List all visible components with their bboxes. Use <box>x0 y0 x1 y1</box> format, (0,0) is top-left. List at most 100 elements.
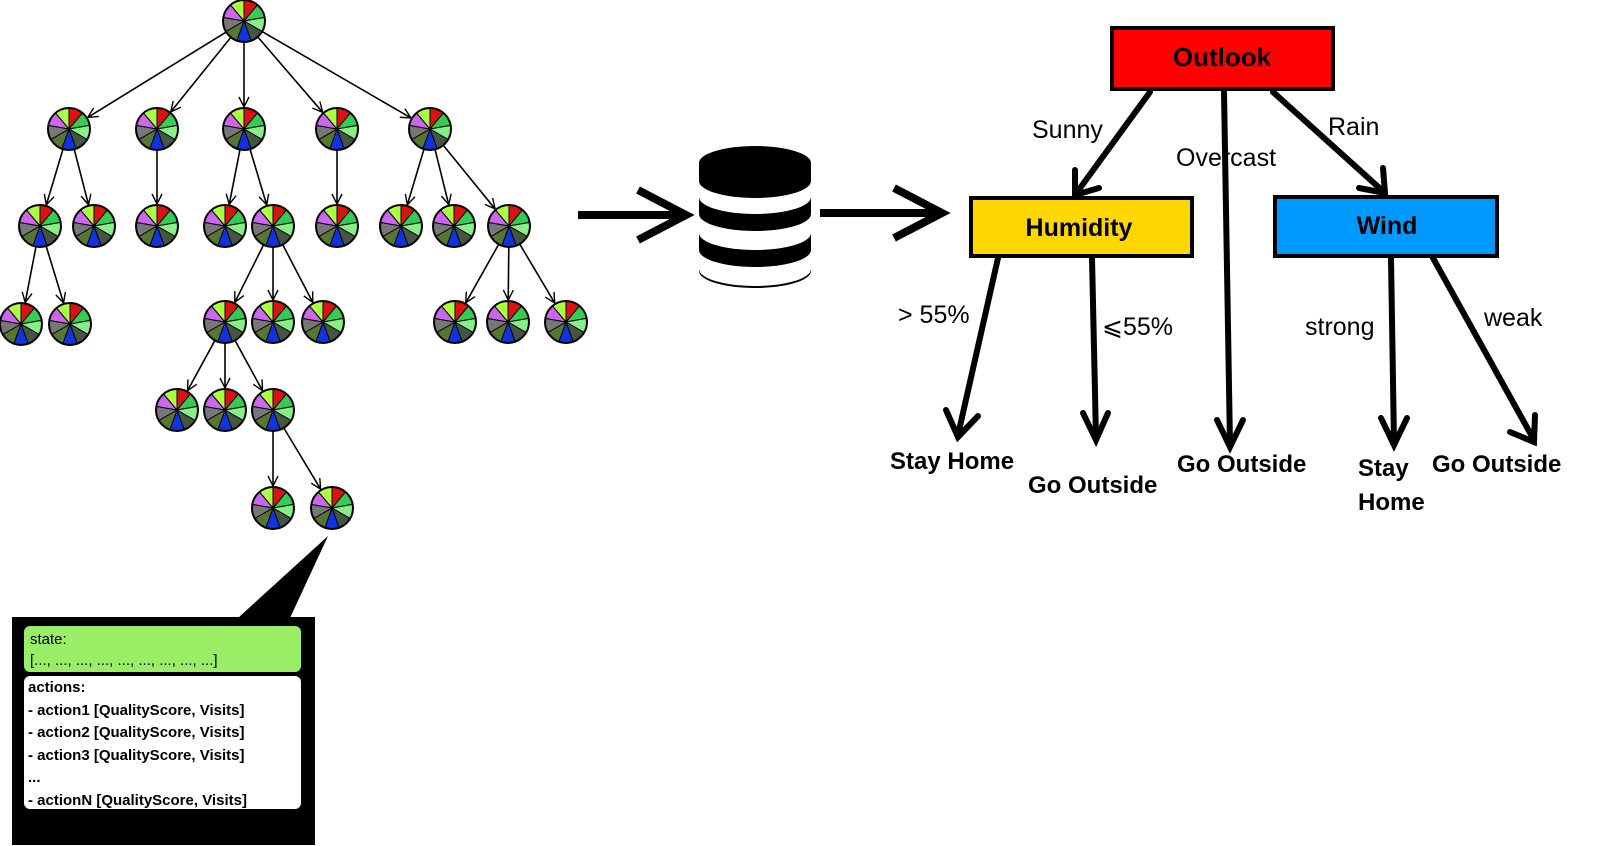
tree-edge <box>407 148 425 205</box>
humidity-label: Humidity <box>1026 214 1133 242</box>
tree-node <box>310 486 354 530</box>
node-outline <box>251 300 295 344</box>
tree-node <box>544 300 588 344</box>
arrow-tree-to-database <box>578 186 695 244</box>
tree-node <box>251 388 295 432</box>
node-outline <box>222 107 266 151</box>
tree-node <box>203 204 247 248</box>
tree-node <box>251 300 295 344</box>
tree-node <box>251 486 295 530</box>
outlook-box <box>1110 26 1335 91</box>
tree-node <box>0 302 43 346</box>
tree-edge <box>46 148 64 205</box>
tree-node <box>487 204 531 248</box>
action-item: - action2 [QualityScore, Visits] <box>28 724 245 741</box>
action-item: - action3 [QualityScore, Visits] <box>28 746 245 764</box>
tree-edge <box>281 244 313 303</box>
node-outline <box>203 388 247 432</box>
tree-node <box>72 204 116 248</box>
tree-node <box>47 107 91 151</box>
tree-node <box>135 204 179 248</box>
tree-node <box>155 388 199 432</box>
decision-node-humidity: Humidity <box>969 196 1194 258</box>
tree-edge <box>188 340 216 390</box>
tree-edge <box>25 246 37 303</box>
search-tree-edges <box>25 30 555 490</box>
node-outline <box>155 388 199 432</box>
action-item: - actionN [QualityScore, Visits] <box>28 791 247 809</box>
node-outline <box>203 204 247 248</box>
node-outline <box>408 107 452 151</box>
node-outline <box>301 300 345 344</box>
node-outline <box>135 204 179 248</box>
leaf-go-outside-overcast: Go Outside <box>1177 451 1306 478</box>
tree-edge <box>171 36 232 112</box>
edge-label-le55: ⩽55% <box>1102 313 1173 341</box>
leaf-go-outside-wind: Go Outside <box>1432 451 1561 478</box>
node-outline <box>433 300 477 344</box>
callout-pointer <box>238 536 328 618</box>
actions-box: actions: - action1 [QualityScore, Visits… <box>24 676 301 809</box>
action-item: - action1 [QualityScore, Visits] <box>28 701 245 719</box>
tree-edge <box>519 243 555 303</box>
node-outline <box>135 107 179 151</box>
tree-edge <box>442 144 495 209</box>
state-box: state: [..., ..., ..., ..., ..., ..., ..… <box>24 626 301 672</box>
tree-node <box>315 204 359 248</box>
tree-node <box>203 300 247 344</box>
state-value: [..., ..., ..., ..., ..., ..., ..., ...,… <box>30 652 218 669</box>
tree-edge <box>234 244 265 303</box>
leaf-stay-home-humidity: Stay Home <box>890 448 1014 475</box>
node-outline <box>0 302 43 346</box>
node-outline <box>251 388 295 432</box>
node-outline <box>18 204 62 248</box>
decision-node-outlook: Outlook <box>1110 26 1335 91</box>
node-outline <box>203 300 247 344</box>
tree-edge <box>257 36 323 112</box>
node-outline <box>486 300 530 344</box>
decision-tree-edges <box>943 89 1538 454</box>
node-outline <box>251 486 295 530</box>
node-outline <box>544 300 588 344</box>
tree-node <box>251 204 295 248</box>
edge-label-sunny: Sunny <box>1032 116 1103 144</box>
tree-node <box>408 107 452 151</box>
edge-label-weak: weak <box>1483 304 1543 332</box>
tree-node <box>203 388 247 432</box>
node-outline <box>315 204 359 248</box>
tree-node <box>315 107 359 151</box>
node-outline <box>47 107 91 151</box>
tree-edge <box>73 149 88 204</box>
search-tree-nodes <box>0 0 588 530</box>
node-outline <box>72 204 116 248</box>
tree-edge <box>261 30 411 118</box>
tree-edge <box>249 148 267 205</box>
wind-box <box>1273 195 1499 258</box>
state-label: state: <box>30 631 67 648</box>
edge-label-gt55: > 55% <box>898 301 970 329</box>
tree-node <box>18 204 62 248</box>
node-info-callout: state: [..., ..., ..., ..., ..., ..., ..… <box>12 617 315 845</box>
edge-label-strong: strong <box>1305 313 1374 341</box>
tree-node <box>379 204 423 248</box>
database-icon <box>699 146 811 288</box>
tree-node <box>222 107 266 151</box>
tree-node <box>486 300 530 344</box>
tree-edge <box>88 31 227 117</box>
node-outline <box>432 204 476 248</box>
action-item: ... <box>28 769 41 786</box>
actions-label: actions: <box>28 679 86 696</box>
arrow-database-to-tree <box>820 184 951 242</box>
tree-edge <box>229 149 241 205</box>
node-outline <box>251 204 295 248</box>
node-outline <box>310 486 354 530</box>
leaf-stay-home-wind-line1: Stay <box>1358 455 1409 482</box>
wind-label: Wind <box>1357 212 1418 240</box>
tree-node <box>48 302 92 346</box>
node-outline <box>379 204 423 248</box>
tree-node <box>222 0 266 43</box>
tree-edge <box>508 246 509 300</box>
tree-node <box>432 204 476 248</box>
outlook-label: Outlook <box>1173 42 1272 72</box>
